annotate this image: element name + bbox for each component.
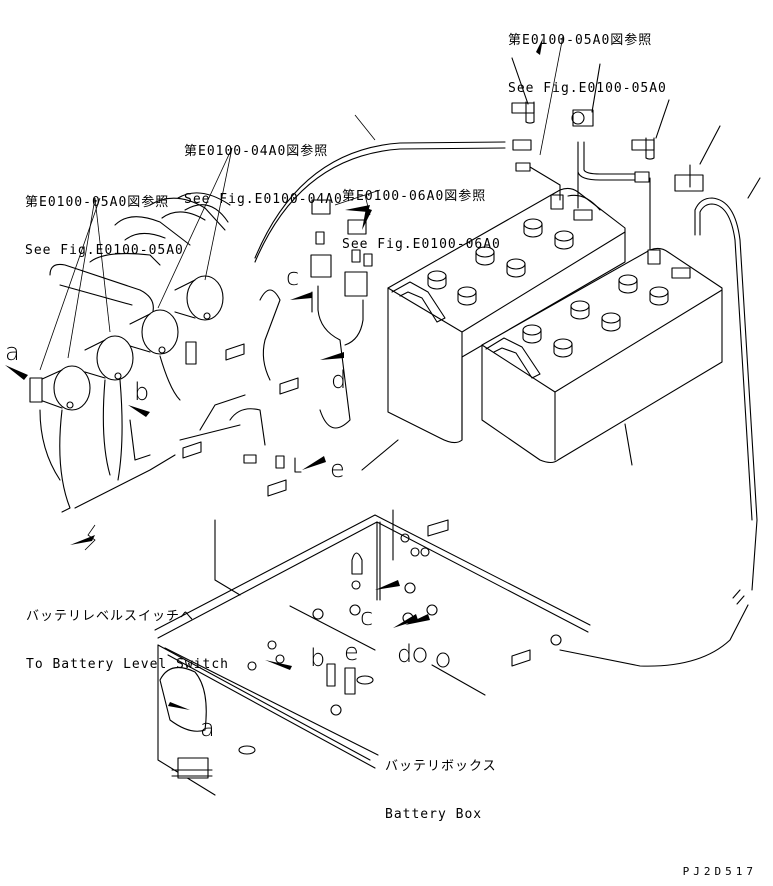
- reference-en: See Fig.E0100-06A0: [342, 237, 501, 252]
- battery-relay-3: [129, 309, 179, 355]
- reference-jp: 第E0100-05A0図参照: [25, 195, 170, 210]
- battery-relay-1: [29, 365, 91, 411]
- battery-relays: [29, 275, 241, 551]
- note-en: Battery Box: [385, 807, 483, 822]
- callout-arrows: [5, 38, 543, 710]
- cell-caps: [522, 274, 669, 358]
- cell-caps: [427, 218, 574, 306]
- note-level-switch: バッテリレベルスイッチへ To Battery Level Switch: [26, 577, 229, 689]
- bolts: [129, 289, 531, 667]
- reference-jp: 第E0100-06A0図参照: [342, 189, 487, 204]
- callout-a-upper: a: [5, 338, 20, 366]
- callout-e-upper: e: [330, 455, 345, 483]
- reference-en: See Fig.E0100-05A0: [508, 81, 667, 96]
- battery-box: [154, 509, 591, 796]
- battery-relay-2: [84, 335, 134, 381]
- reference-en: See Fig.E0100-05A0: [25, 243, 184, 258]
- leader-lines: [39, 35, 564, 371]
- reference-label-center: 第E0100-04A0図参照 See Fig.E0100-04A0: [184, 112, 343, 224]
- drawing-code: PJ2D517: [682, 865, 757, 878]
- reference-label-left: 第E0100-05A0図参照 See Fig.E0100-05A0: [25, 163, 184, 275]
- relay-hoses: [49, 192, 231, 321]
- reference-label-relays: 第E0100-06A0図参照 See Fig.E0100-06A0: [342, 157, 501, 269]
- callout-d-upper: d: [331, 366, 347, 394]
- reference-label-top-right: 第E0100-05A0図参照 See Fig.E0100-05A0: [508, 1, 667, 113]
- note-battery-box: バッテリボックス Battery Box: [385, 727, 497, 839]
- fuse-relays: [310, 199, 373, 429]
- reference-jp: 第E0100-04A0図参照: [184, 144, 329, 159]
- note-en: To Battery Level Switch: [26, 657, 230, 672]
- battery-2: [481, 247, 723, 466]
- callout-e-lower: e: [344, 638, 359, 666]
- reference-jp: 第E0100-05A0図参照: [508, 33, 653, 48]
- callout-b-upper: b: [134, 378, 150, 406]
- battery-1: [361, 187, 626, 471]
- callout-c-lower: c: [360, 603, 374, 631]
- battery-relay-4: [174, 275, 224, 321]
- note-jp: バッテリボックス: [385, 759, 497, 774]
- callout-b-lower: b: [310, 644, 326, 672]
- callout-a-lower: a: [200, 714, 215, 742]
- note-jp: バッテリレベルスイッチへ: [26, 609, 195, 624]
- callout-d-lower: d: [397, 640, 413, 668]
- terminal-covers: [511, 57, 721, 192]
- reference-en: See Fig.E0100-04A0: [184, 192, 343, 207]
- callout-c-upper: c: [286, 263, 300, 291]
- battery-cables: [254, 139, 761, 667]
